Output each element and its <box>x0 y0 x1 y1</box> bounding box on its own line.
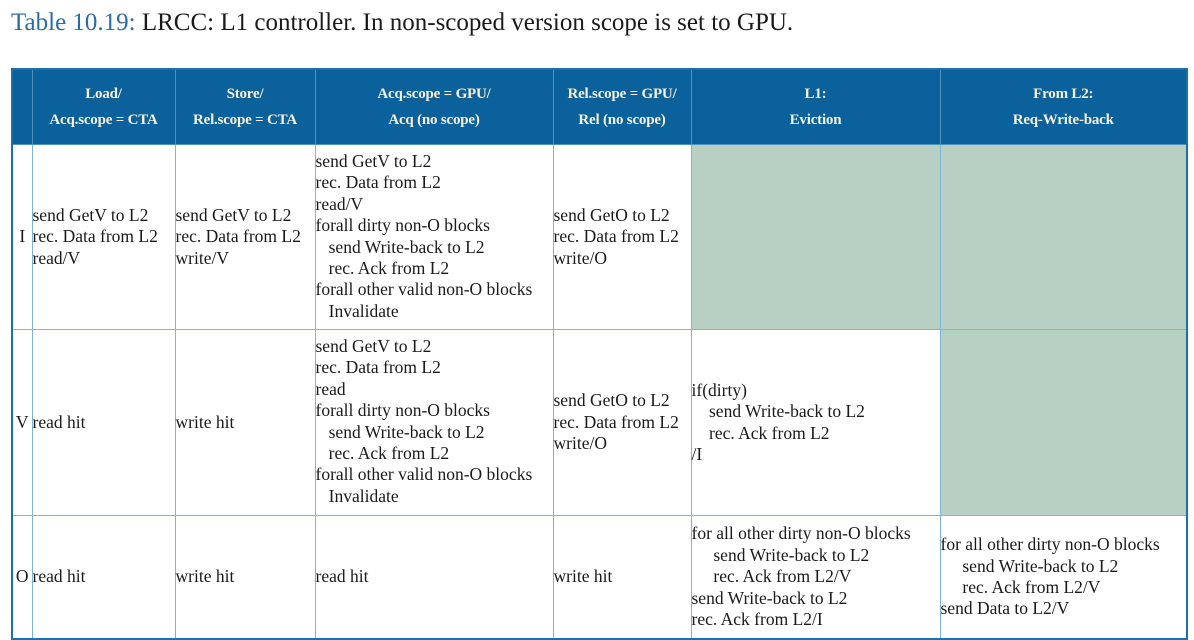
column-header-release-line1: Rel.scope = GPU/ <box>567 86 677 102</box>
cell-eviction: if(dirty) send Write-back to L2 rec. Ack… <box>690 329 941 516</box>
column-header-acquire-line1: Acq.scope = GPU/ <box>377 86 491 102</box>
header-row: Load/ Acq.scope = CTA Store/ Rel.scope =… <box>12 68 1188 145</box>
cell-acquire: send GetV to L2 rec. Data from L2 read/V… <box>314 144 554 330</box>
column-header-load: Load/ Acq.scope = CTA <box>31 68 176 145</box>
cell-release: send GetO to L2 rec. Data from L2 write/… <box>552 329 692 516</box>
row-state-label: O <box>11 515 33 640</box>
row-state-label: V <box>11 329 33 516</box>
caption-text: LRCC: L1 controller. In non-scoped versi… <box>141 9 794 36</box>
column-header-acquire: Acq.scope = GPU/ Acq (no scope) <box>314 68 554 145</box>
column-header-store-line1: Store/ <box>226 86 264 102</box>
column-header-store: Store/ Rel.scope = CTA <box>174 68 316 145</box>
table-row: O read hit write hit read hit write hit … <box>11 515 1188 640</box>
cell-store: write hit <box>174 329 316 516</box>
column-header-from-l2: From L2: Req-Write-back <box>939 68 1188 145</box>
column-header-release: Rel.scope = GPU/ Rel (no scope) <box>552 68 692 145</box>
column-header-from-l2-line2: Req-Write-back <box>1012 112 1114 128</box>
table-row: V read hit write hit send GetV to L2 rec… <box>11 329 1188 516</box>
column-header-from-l2-line1: From L2: <box>1033 86 1094 102</box>
cell-from-l2 <box>939 329 1188 516</box>
cell-eviction: for all other dirty non-O blocks send Wr… <box>690 515 941 640</box>
table-body: I send GetV to L2 rec. Data from L2 read… <box>11 144 1188 640</box>
column-header-load-line2: Acq.scope = CTA <box>49 112 158 128</box>
cell-from-l2 <box>939 144 1188 330</box>
column-header-state <box>12 68 33 145</box>
table-caption: Table 10.19: LRCC: L1 controller. In non… <box>11 6 1181 40</box>
cell-release: write hit <box>552 515 692 640</box>
cell-store: send GetV to L2 rec. Data from L2 write/… <box>174 144 316 330</box>
cell-load: send GetV to L2 rec. Data from L2 read/V <box>31 144 176 330</box>
cell-store: write hit <box>174 515 316 640</box>
cell-release: send GetO to L2 rec. Data from L2 write/… <box>552 144 692 330</box>
cell-acquire: read hit <box>314 515 554 640</box>
column-header-eviction: L1: Eviction <box>690 68 941 145</box>
column-header-eviction-line2: Eviction <box>789 112 842 128</box>
lrcc-l1-controller-table: Load/ Acq.scope = CTA Store/ Rel.scope =… <box>11 68 1188 640</box>
table-container: Load/ Acq.scope = CTA Store/ Rel.scope =… <box>11 68 1188 640</box>
table-row: I send GetV to L2 rec. Data from L2 read… <box>11 144 1188 330</box>
cell-from-l2: for all other dirty non-O blocks send Wr… <box>939 515 1188 640</box>
cell-load: read hit <box>31 329 176 516</box>
column-header-release-line2: Rel (no scope) <box>578 112 666 128</box>
column-header-acquire-line2: Acq (no scope) <box>388 112 480 128</box>
row-state-label: I <box>11 144 33 330</box>
cell-eviction <box>690 144 941 330</box>
column-header-store-line2: Rel.scope = CTA <box>192 112 297 128</box>
caption-label: Table 10.19: <box>11 9 136 36</box>
column-header-eviction-line1: L1: <box>804 86 827 102</box>
column-header-load-line1: Load/ <box>85 86 122 102</box>
cell-acquire: send GetV to L2 rec. Data from L2 read f… <box>314 329 554 516</box>
table-header: Load/ Acq.scope = CTA Store/ Rel.scope =… <box>12 68 1188 145</box>
cell-load: read hit <box>31 515 176 640</box>
